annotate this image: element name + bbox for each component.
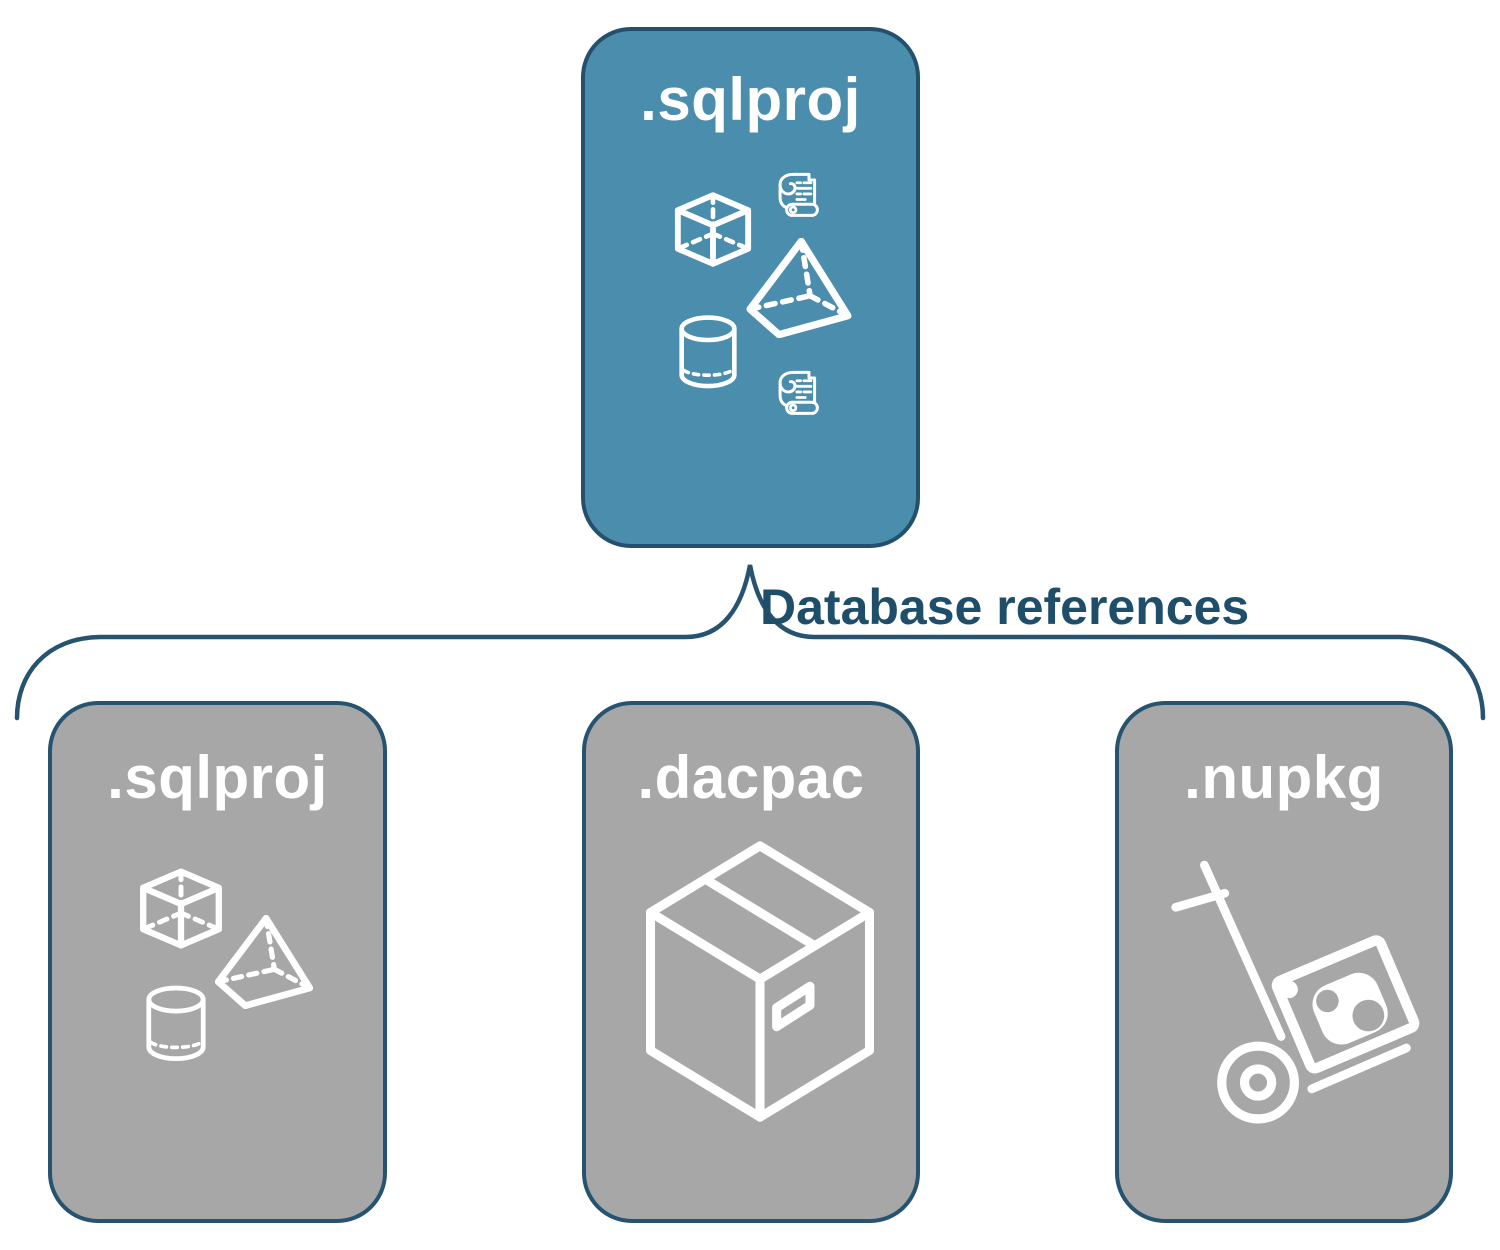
hand-truck-nuget-package-icon [1171,860,1420,1124]
pyramid-icon [743,238,855,338]
child-box-dacpac: .dacpac [582,701,920,1223]
child-box-label: .nupkg [1184,744,1384,811]
brace-path [14,564,1486,721]
scroll-icon [767,165,823,221]
hand-truck-wheel [1217,1041,1299,1124]
package-label-sticker [772,981,815,1032]
child-box-label: .sqlproj [107,744,328,811]
hand-truck-crossbar [1171,888,1230,912]
root-box-sqlproj: .sqlproj [581,27,920,548]
nuget-logo-hole-large [1352,999,1385,1032]
hand-truck-handle [1200,860,1286,1041]
package-seam [700,874,820,951]
pyramid-icon [212,915,316,1009]
nuget-logo-dot [1280,980,1298,999]
hand-truck-wheel-hub [1239,1064,1277,1101]
nuget-package-outline [1271,935,1420,1074]
child-box-sqlproj: .sqlproj [48,701,387,1223]
nuget-logo-hole-small [1316,989,1339,1013]
cylinder-icon [142,983,210,1065]
scroll-icon [767,363,823,419]
child-box-label: .dacpac [637,744,865,811]
package-box-icon [645,841,875,1122]
child-box-nupkg: .nupkg [1115,701,1453,1223]
hand-truck-toe-plate [1307,1043,1411,1094]
connector-label: Database references [760,579,1250,635]
root-box-label: .sqlproj [640,66,861,133]
cylinder-icon [675,313,741,392]
